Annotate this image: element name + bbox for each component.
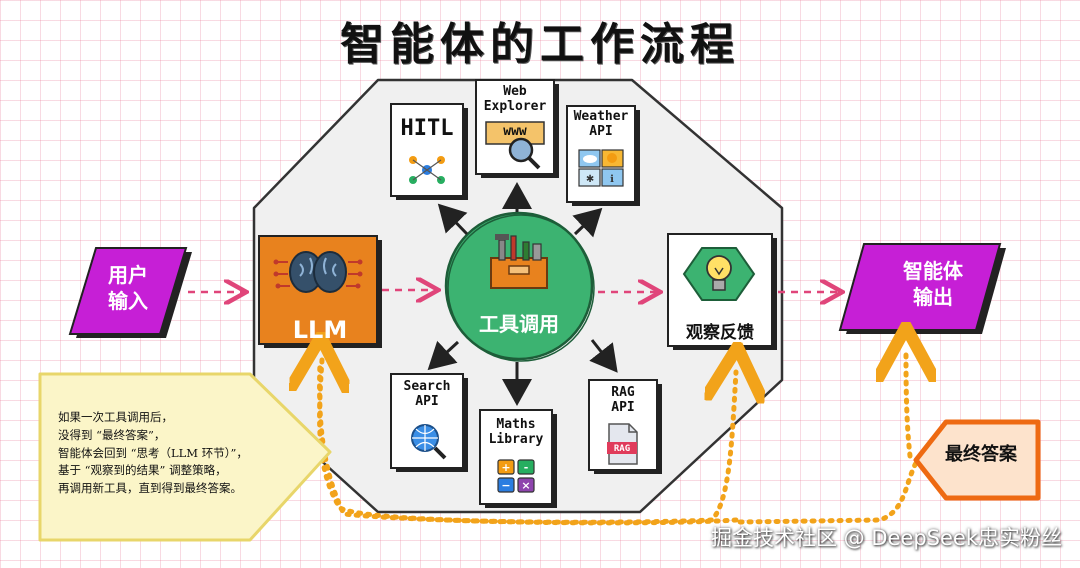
lightbulb-icon [706, 255, 732, 291]
loop-note: 如果一次工具调用后， 没得到 “最终答案”， 智能体会回到 “思考（LLM 环节… [58, 410, 248, 496]
calculator-icon: + - − × [497, 459, 535, 493]
network-people-icon [409, 156, 445, 184]
arrow-tool-weather [572, 207, 603, 238]
toolbox-icon [490, 234, 548, 289]
card-hitl [390, 103, 468, 200]
brain-icon [273, 251, 363, 293]
final-answer-shape [913, 419, 1041, 501]
hitl-label: HITL [400, 116, 454, 141]
user-input-label: 用户输入 [108, 263, 148, 313]
note-shape [38, 372, 332, 542]
card-weather-api: ✱ ℹ [566, 105, 640, 206]
watermark: 掘金技术社区 @ DeepSeek忠实粉丝 [710, 526, 1062, 550]
llm-label: LLM [292, 316, 348, 344]
card-web-explorer [475, 79, 559, 178]
svg-text:−: − [501, 479, 510, 492]
tool-call-circle [444, 211, 595, 362]
observe-label: 观察反馈 [686, 323, 754, 343]
agent-output-label: 智能体输出 [903, 259, 963, 309]
page-title: 智能体的工作流程 [340, 19, 740, 70]
svg-text:✱: ✱ [586, 174, 594, 185]
globe-search-icon [411, 424, 447, 460]
user-input-shape [68, 247, 192, 338]
arrow-tool-rag [589, 339, 618, 373]
card-search-api [390, 373, 468, 472]
svg-text:-: - [524, 461, 529, 474]
final-answer-label: 最终答案 [945, 444, 1017, 465]
card-maths-library: + - − × [479, 409, 557, 508]
final-answer-path [737, 352, 920, 525]
observe-box [667, 233, 777, 350]
svg-text:×: × [521, 479, 530, 492]
rag-doc-tag: RAG [613, 444, 631, 454]
arrow-tool-search [427, 340, 460, 371]
weather-icon: ✱ ℹ [578, 149, 624, 187]
rag-document-icon [607, 423, 638, 465]
www-tag: www [503, 124, 527, 139]
arrow-tool-hitl [437, 203, 469, 236]
svg-text:+: + [501, 461, 510, 474]
llm-box [258, 235, 382, 348]
card-rag-api [588, 379, 662, 474]
svg-text:ℹ: ℹ [610, 174, 614, 185]
tool-call-label: 工具调用 [479, 312, 559, 336]
magnifier-icon [508, 137, 541, 170]
